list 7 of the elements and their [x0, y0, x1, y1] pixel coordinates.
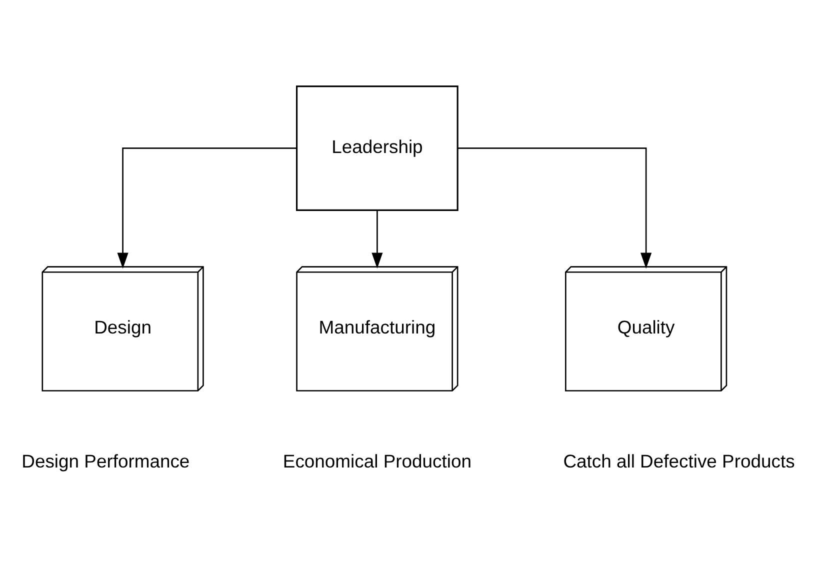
node-label: Economical Production	[282, 450, 472, 471]
node-box: Leadership	[296, 84, 458, 210]
arrow	[458, 147, 652, 268]
node-label: Design Performance	[22, 450, 190, 471]
arrow	[117, 147, 297, 268]
arrow	[372, 210, 383, 268]
node-label: Catch all Defective Products	[563, 450, 795, 471]
